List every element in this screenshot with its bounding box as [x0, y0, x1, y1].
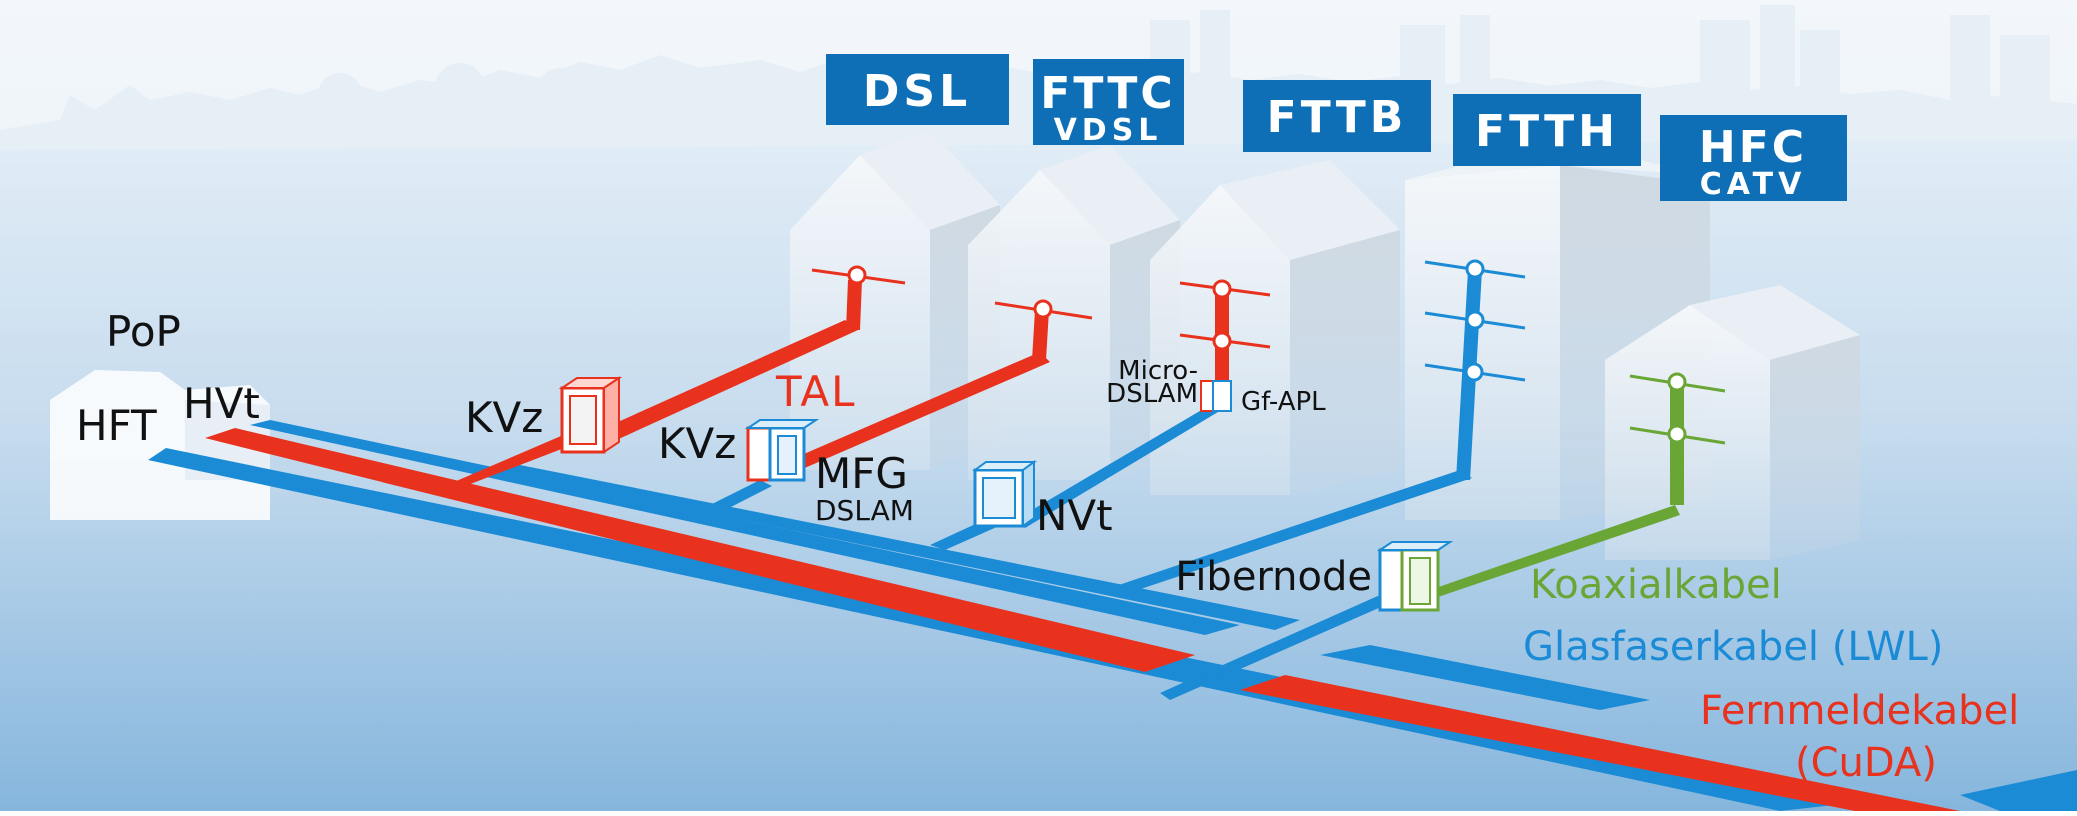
badge-fttc: FTTC VDSL [1033, 59, 1184, 148]
fibernode-cabinet [1376, 541, 1454, 612]
badge-fttb-label: FTTB [1267, 92, 1408, 143]
badge-dsl: DSL [826, 54, 1009, 125]
gf-apl-label: Gf-APL [1241, 387, 1326, 417]
fiber-cable-fttb [1015, 405, 1218, 528]
badge-ftth: FTTH [1453, 94, 1641, 166]
fiber-cable-mid [500, 465, 1300, 630]
pop-label: PoP [106, 307, 181, 356]
dslam-label: DSLAM [815, 494, 914, 527]
badge-dsl-label: DSL [863, 66, 971, 117]
fiber-cable-edge [1960, 770, 2077, 811]
house-hfc [1605, 285, 1860, 560]
badge-ftth-label: FTTH [1475, 106, 1619, 157]
badge-fttc-label: FTTC [1040, 68, 1175, 119]
badge-hfc-label: HFC [1699, 122, 1807, 173]
legend-fiber-label: Glasfaserkabel (LWL) [1523, 624, 1943, 670]
fiber-cable-fibernode [1160, 595, 1390, 700]
fiber-cable-right [1320, 645, 1650, 710]
riser-dsl [811, 265, 906, 330]
kvz-label-2: KVz [658, 419, 736, 468]
legend-copper-label-1: Fernmeldekabel [1700, 688, 2019, 734]
kvz-cabinet-2 [744, 419, 820, 482]
riser-hfc [1629, 372, 1726, 505]
riser-fttc [994, 299, 1093, 360]
tal-cable-dsl [600, 320, 858, 442]
badge-hfc: HFC CATV [1660, 115, 1847, 202]
micro-dslam-label-2: DSLAM [1106, 379, 1198, 409]
mfg-label: MFG [815, 449, 908, 498]
copper-branch-kvz1 [440, 430, 585, 488]
tal-cable-fttc [790, 352, 1050, 470]
micro-dslam-label-1: Micro- [1118, 356, 1198, 386]
badge-fttb: FTTB [1243, 80, 1431, 152]
fiber-branch-mfg [710, 480, 772, 510]
legend-copper-label-2: (CuDA) [1795, 740, 1937, 786]
legend-coax-label: Koaxialkabel [1530, 562, 1782, 608]
nvt-label: NVt [1036, 491, 1113, 540]
fiber-cable-upper [250, 420, 1240, 635]
fibernode-label: Fibernode [1175, 554, 1372, 600]
riser-fttb [1179, 279, 1271, 380]
fiber-cable-ftth [1110, 470, 1472, 596]
copper-trunk-cable-front [205, 428, 1195, 672]
tal-label: TAL [775, 367, 857, 416]
riser-ftth [1424, 259, 1526, 480]
micro-dslam-box [1200, 380, 1232, 412]
kvz-label-1: KVz [465, 393, 543, 442]
badge-hfc-sublabel: CATV [1700, 167, 1807, 202]
hvt-label: HVt [183, 379, 260, 428]
coax-cable-hfc [1430, 505, 1680, 598]
hft-label: HFT [76, 401, 157, 450]
kvz-cabinet-1 [558, 376, 623, 454]
badge-fttc-sublabel: VDSL [1054, 113, 1163, 148]
copper-trunk-cable-rear [1240, 675, 1960, 811]
nvt-cabinet [971, 460, 1038, 528]
